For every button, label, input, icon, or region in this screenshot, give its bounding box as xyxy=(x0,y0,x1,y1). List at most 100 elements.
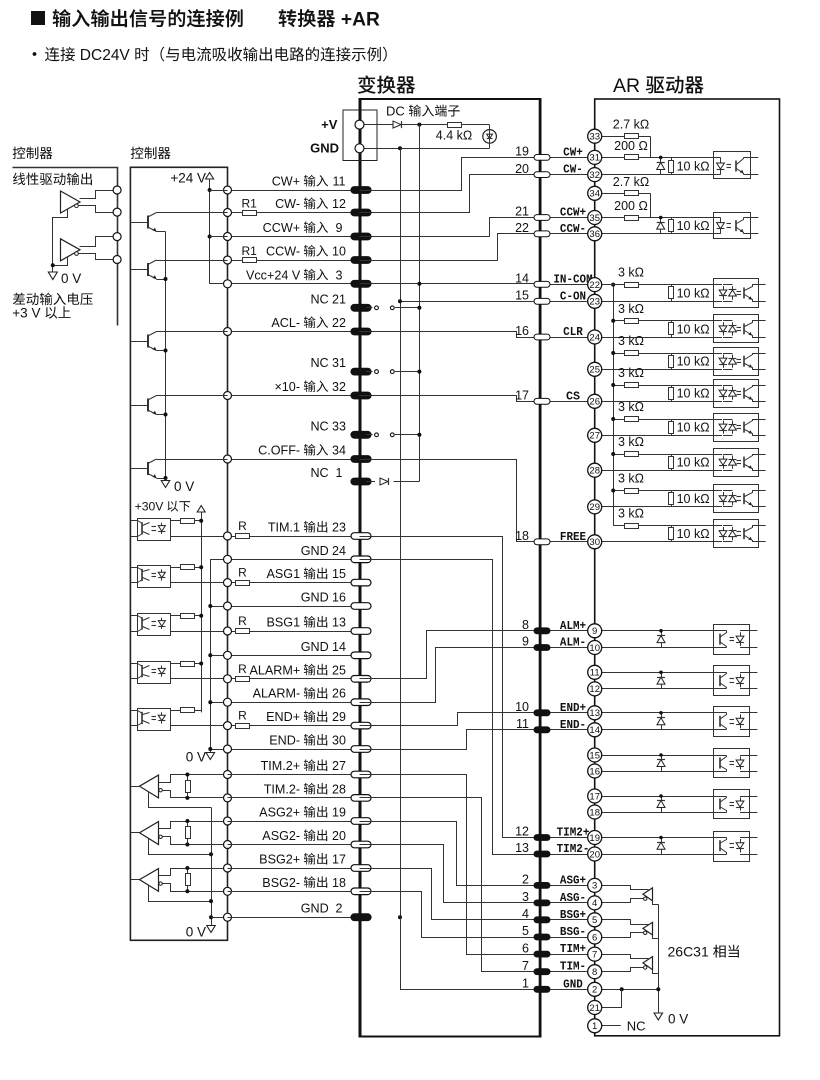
svg-text:R1: R1 xyxy=(242,197,258,211)
svg-text:10 k: 10 k xyxy=(677,286,701,300)
svg-text:CCW-: CCW- xyxy=(560,222,586,236)
svg-text:10 k: 10 k xyxy=(677,219,701,233)
svg-text:8: 8 xyxy=(592,967,597,978)
svg-text:10 k: 10 k xyxy=(677,322,701,336)
svg-text:R: R xyxy=(238,709,247,723)
svg-text:23: 23 xyxy=(589,297,600,308)
svg-text:DC24V: DC24V xyxy=(76,47,135,64)
svg-text:CW+: CW+ xyxy=(563,145,583,159)
svg-text:+24 V: +24 V xyxy=(170,171,206,186)
svg-text:3: 3 xyxy=(592,881,597,892)
svg-text:13: 13 xyxy=(515,841,529,855)
svg-text:10 k: 10 k xyxy=(677,527,701,541)
svg-text:ASG2-: ASG2- xyxy=(262,829,300,843)
svg-text:Ω: Ω xyxy=(700,492,709,506)
svg-text:NC: NC xyxy=(310,466,328,480)
svg-text:3 k: 3 k xyxy=(618,400,635,414)
svg-text:CW-: CW- xyxy=(563,163,583,177)
svg-text:0 V: 0 V xyxy=(668,1012,688,1027)
svg-text:33: 33 xyxy=(589,132,600,143)
svg-text:BSG+: BSG+ xyxy=(560,908,586,922)
svg-text:24: 24 xyxy=(332,544,346,558)
svg-text:11: 11 xyxy=(333,175,346,189)
svg-text:GND: GND xyxy=(301,591,329,605)
svg-text:1: 1 xyxy=(336,466,343,480)
svg-text:2.7 k: 2.7 k xyxy=(613,175,641,189)
svg-text:26: 26 xyxy=(589,397,600,408)
svg-text:19: 19 xyxy=(332,806,346,820)
svg-text:35: 35 xyxy=(589,213,600,224)
svg-text:+AR: +AR xyxy=(336,10,380,31)
svg-text:R: R xyxy=(238,519,247,533)
svg-text:15: 15 xyxy=(515,289,529,303)
svg-text:4.4 k: 4.4 k xyxy=(436,129,464,143)
svg-text:GND: GND xyxy=(563,977,583,991)
svg-text:2: 2 xyxy=(592,985,597,996)
svg-text:Ω: Ω xyxy=(635,435,644,449)
svg-text:CCW+: CCW+ xyxy=(560,206,586,220)
svg-text:ALARM+: ALARM+ xyxy=(249,663,300,677)
svg-text:16: 16 xyxy=(515,324,529,338)
svg-text:20: 20 xyxy=(589,849,600,860)
svg-text:Ω: Ω xyxy=(700,456,709,470)
svg-text:34: 34 xyxy=(589,189,600,200)
svg-text:TIM.2+: TIM.2+ xyxy=(261,759,301,773)
svg-text:2.7 k: 2.7 k xyxy=(613,118,641,132)
svg-text:10 k: 10 k xyxy=(677,456,701,470)
svg-text:20: 20 xyxy=(332,829,346,843)
svg-text:END+: END+ xyxy=(266,710,300,724)
svg-text:0 V: 0 V xyxy=(186,750,206,765)
svg-text:7: 7 xyxy=(522,959,529,973)
svg-text:ACL-: ACL- xyxy=(271,316,300,330)
svg-text:21: 21 xyxy=(515,205,529,219)
svg-text:2: 2 xyxy=(522,873,529,887)
svg-text:6: 6 xyxy=(522,941,529,955)
svg-text:22: 22 xyxy=(332,316,346,330)
svg-text:ASG2+: ASG2+ xyxy=(259,806,300,820)
svg-text:IN-COM: IN-COM xyxy=(553,272,592,286)
svg-text:200: 200 xyxy=(614,139,638,153)
svg-text:DC: DC xyxy=(386,104,408,119)
svg-text:9: 9 xyxy=(336,221,343,235)
svg-text:Ω: Ω xyxy=(635,472,644,486)
svg-text:ASG1: ASG1 xyxy=(266,567,300,581)
svg-text:Ω: Ω xyxy=(700,322,709,336)
svg-text:ASG-: ASG- xyxy=(560,891,586,905)
svg-text:24: 24 xyxy=(589,332,600,343)
svg-text:14: 14 xyxy=(332,640,346,654)
svg-text:29: 29 xyxy=(332,710,346,724)
svg-text:CW-: CW- xyxy=(275,197,300,211)
svg-text:4: 4 xyxy=(522,907,529,921)
svg-text:16: 16 xyxy=(332,591,346,605)
svg-text:1: 1 xyxy=(522,977,529,991)
svg-text:3 k: 3 k xyxy=(618,472,635,486)
svg-text:C-ON: C-ON xyxy=(560,289,586,303)
svg-text:Ω: Ω xyxy=(635,400,644,414)
svg-text:ALM-: ALM- xyxy=(560,636,586,650)
svg-text:Ω: Ω xyxy=(700,387,709,401)
svg-text:+V: +V xyxy=(321,117,338,132)
svg-text:16: 16 xyxy=(589,766,600,777)
svg-text:17: 17 xyxy=(515,389,529,403)
svg-text:Ω: Ω xyxy=(700,286,709,300)
svg-text:5: 5 xyxy=(592,915,597,926)
svg-text:0 V: 0 V xyxy=(186,925,206,940)
svg-text:33: 33 xyxy=(332,419,346,433)
svg-text:13: 13 xyxy=(332,616,346,630)
svg-text:3 k: 3 k xyxy=(618,435,635,449)
svg-text:29: 29 xyxy=(589,502,600,513)
svg-text:26C31: 26C31 xyxy=(668,944,713,960)
svg-text:NC: NC xyxy=(627,1019,646,1034)
svg-text:CS: CS xyxy=(566,389,580,403)
svg-text:6: 6 xyxy=(592,932,597,943)
svg-text:28: 28 xyxy=(332,782,346,796)
svg-text:9: 9 xyxy=(592,626,597,637)
svg-text:10 k: 10 k xyxy=(677,492,701,506)
svg-text:Ω: Ω xyxy=(463,129,472,143)
svg-text:18: 18 xyxy=(589,807,600,818)
svg-text:×10-: ×10- xyxy=(274,380,300,394)
svg-text:Ω: Ω xyxy=(635,507,644,521)
svg-text:TIM+: TIM+ xyxy=(560,942,586,956)
svg-text:4: 4 xyxy=(592,898,597,909)
svg-text:13: 13 xyxy=(589,708,600,719)
